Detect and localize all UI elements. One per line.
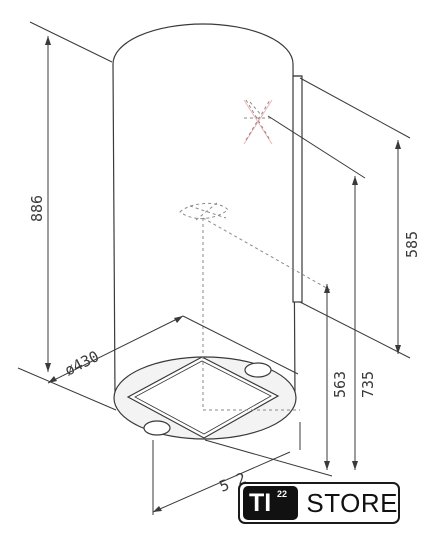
dim-height-total: 886 [28,195,46,222]
ti-badge: TI 22 [243,486,299,520]
ti-badge-text: TI [249,488,272,517]
dim-height-735: 735 [359,371,377,398]
wall-bracket [292,75,303,303]
ti-badge-superscript: 22 [277,489,288,499]
light-right [244,362,272,378]
grease-filter [126,356,280,439]
store-wordmark: STORE [306,487,398,518]
dim-diameter: ø430 [62,347,102,379]
light-left [143,420,171,436]
dim-height-563: 563 [331,371,349,398]
ti-store-logo: TI 22 STORE [238,482,400,524]
dim-height-585: 585 [403,231,421,258]
motor-fan-dashed [179,201,229,221]
